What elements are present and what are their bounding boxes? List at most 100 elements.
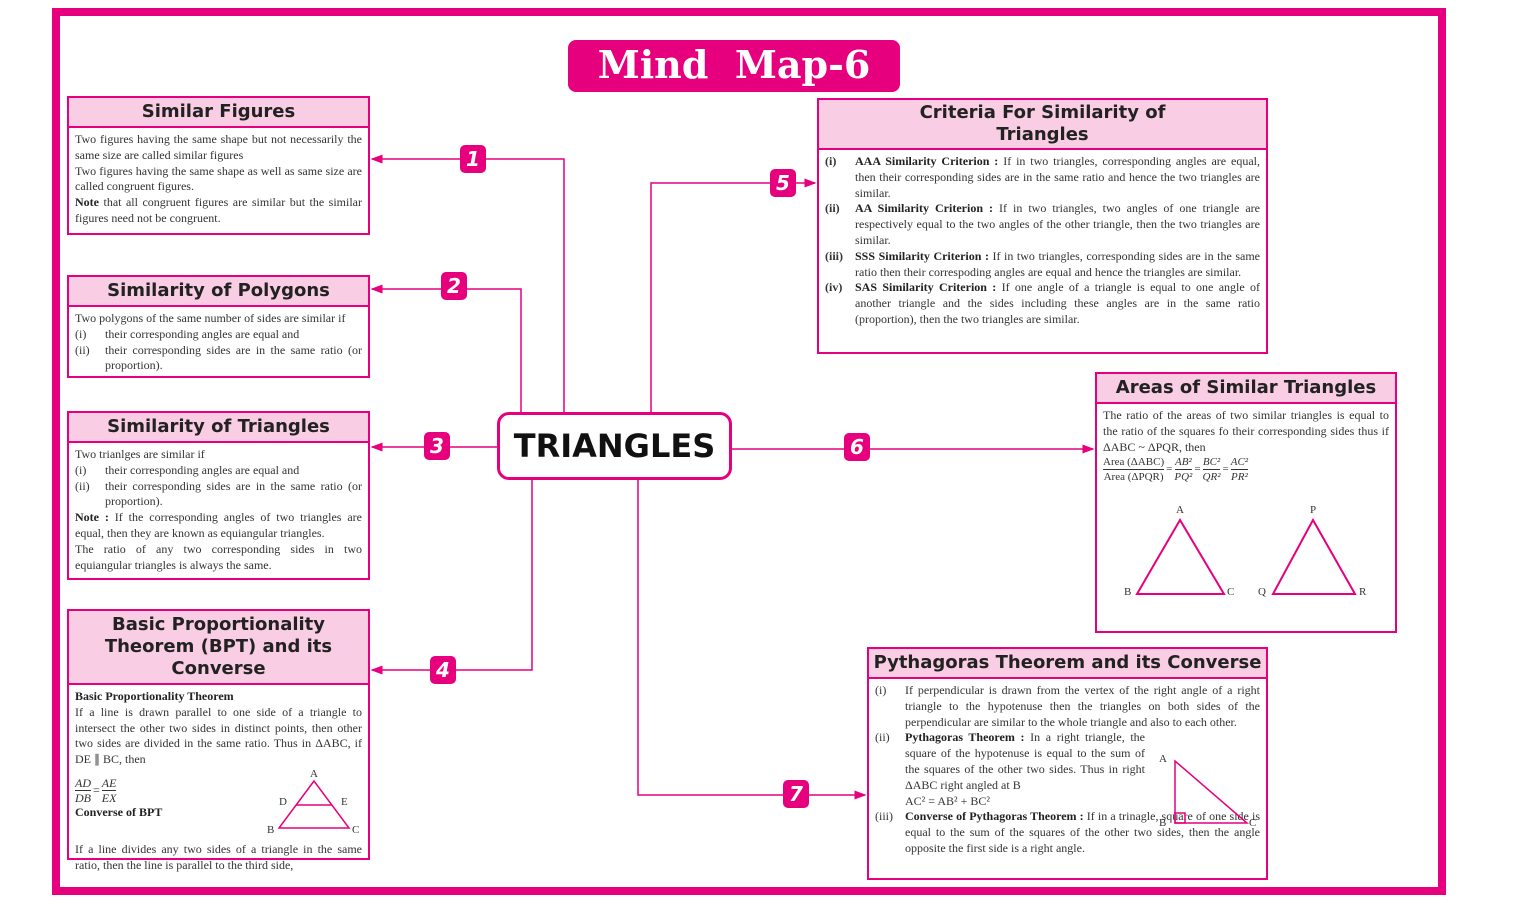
text: If a line is drawn parallel to one side … bbox=[75, 704, 362, 767]
connector-1 bbox=[370, 154, 565, 412]
label-b: B bbox=[1159, 817, 1167, 829]
criterion-text: If one angle of a triangle is equal to o… bbox=[855, 280, 1260, 326]
item-number: (iv) bbox=[825, 280, 843, 295]
item-number: (iii) bbox=[875, 809, 893, 824]
text: The ratio of the areas of two similar tr… bbox=[1103, 408, 1389, 454]
badge-6: 6 bbox=[844, 433, 870, 461]
badge-5: 5 bbox=[770, 169, 796, 197]
item-text: If perpendicular is drawn from the verte… bbox=[905, 683, 1260, 729]
similarity-of-polygons-box: Similarity of Polygons Two polygons of t… bbox=[67, 275, 370, 378]
item-text: their corresponding angles are equal and bbox=[105, 462, 300, 477]
equation: AC² = AB² + BC² bbox=[905, 793, 991, 808]
item-number: (ii) bbox=[825, 201, 840, 216]
label-b: B bbox=[267, 823, 275, 836]
text: Two trianlges are similar if bbox=[75, 447, 205, 461]
subheading: Basic Proportionality Theorem bbox=[75, 689, 234, 703]
label-p: P bbox=[1310, 504, 1317, 516]
bpt-triangle-figure bbox=[277, 779, 351, 829]
label-a: A bbox=[1159, 753, 1167, 765]
item-text: their corresponding sides are in the sam… bbox=[105, 342, 362, 373]
item-number: (ii) bbox=[875, 730, 890, 745]
label-c: C bbox=[1227, 586, 1235, 598]
text: Two figures having the same shape but no… bbox=[75, 132, 362, 162]
denominator: Area (ΔPQR) bbox=[1103, 471, 1164, 484]
label-b: B bbox=[1124, 586, 1132, 598]
box-heading: Areas of Similar Triangles bbox=[1097, 374, 1395, 404]
badge-1: 1 bbox=[460, 145, 486, 173]
item-text: In a right triangle, the square of the h… bbox=[905, 730, 1145, 792]
label-e: E bbox=[341, 795, 348, 808]
text: Two figures having the same shape as wel… bbox=[75, 163, 362, 194]
denominator: PR² bbox=[1231, 471, 1248, 484]
central-topic: TRIANGLES bbox=[497, 412, 732, 480]
item-number: (iii) bbox=[825, 248, 843, 263]
numerator: Area (ΔABC) bbox=[1103, 456, 1165, 471]
text: If a line divides any two sides of a tri… bbox=[75, 841, 362, 872]
label-q: Q bbox=[1258, 586, 1266, 598]
label-d: D bbox=[279, 795, 287, 808]
denominator: QR² bbox=[1202, 471, 1221, 484]
right-triangle-figure bbox=[1174, 759, 1250, 824]
item-number: (ii) bbox=[75, 342, 90, 357]
item-text: their corresponding angles are equal and bbox=[105, 326, 300, 341]
item-number: (i) bbox=[75, 326, 87, 341]
theorem-name: Converse of Pythagoras Theorem : bbox=[905, 809, 1084, 824]
page-title: Mind Map-6 bbox=[568, 40, 900, 92]
item-text: their corresponding sides are in the sam… bbox=[105, 478, 362, 509]
text: Two polygons of the same number of sides… bbox=[75, 311, 346, 325]
similar-triangles-figure bbox=[1135, 517, 1357, 595]
box-heading: Similar Figures bbox=[69, 98, 368, 128]
criterion-name: SSS Similarity Criterion : bbox=[855, 248, 989, 263]
criterion-name: AA Similarity Criterion : bbox=[855, 201, 993, 216]
box-heading: Pythagoras Theorem and its Converse bbox=[869, 649, 1266, 679]
badge-4: 4 bbox=[430, 656, 456, 684]
theorem-name: Pythagoras Theorem : bbox=[905, 730, 1025, 745]
bpt-box: Basic Proportionality Theorem (BPT) and … bbox=[67, 609, 370, 872]
badge-2: 2 bbox=[441, 272, 467, 300]
note-text: that all congruent figures are similar b… bbox=[75, 195, 362, 225]
connector-5 bbox=[650, 178, 817, 412]
similar-figures-box: Similar Figures Two figures having the s… bbox=[67, 96, 370, 235]
similarity-of-triangles-box: Similarity of Triangles Two trianlges ar… bbox=[67, 411, 370, 580]
label-a: A bbox=[310, 767, 318, 780]
criterion-name: SAS Similarity Criterion : bbox=[855, 280, 997, 295]
numerator: AE bbox=[101, 775, 117, 791]
denominator: DB bbox=[75, 790, 91, 805]
label-c: C bbox=[352, 823, 360, 836]
item-text: If in a trinagle, square of one side is … bbox=[905, 809, 1260, 855]
criterion-name: AAA Similarity Criterion : bbox=[855, 154, 999, 168]
numerator: AC² bbox=[1230, 456, 1249, 471]
label-a: A bbox=[1176, 504, 1184, 516]
box-heading: Criteria For Similarity of Triangles bbox=[819, 100, 1266, 150]
box-heading: Similarity of Triangles bbox=[69, 413, 368, 443]
box-heading: Basic Proportionality Theorem (BPT) and … bbox=[69, 611, 368, 685]
note-label: Note : bbox=[75, 510, 109, 525]
bpt-figure: A D E B C bbox=[267, 768, 362, 840]
pythagoras-box: Pythagoras Theorem and its Converse (i)I… bbox=[867, 647, 1268, 880]
criterion-text: If in two triangles, corresponding angle… bbox=[855, 154, 1260, 200]
areas-box: Areas of Similar Triangles The ratio of … bbox=[1095, 372, 1397, 633]
denominator: EX bbox=[101, 790, 117, 805]
connector-7 bbox=[637, 480, 867, 800]
numerator: BC² bbox=[1202, 456, 1221, 471]
criterion-text: If in two triangles, corresponding sides… bbox=[855, 248, 1261, 279]
badge-7: 7 bbox=[783, 780, 809, 808]
criteria-box: Criteria For Similarity of Triangles (i)… bbox=[817, 98, 1268, 354]
subheading: Converse of BPT bbox=[75, 804, 163, 819]
box-heading: Similarity of Polygons bbox=[69, 277, 368, 307]
text: The ratio of any two corresponding sides… bbox=[75, 541, 362, 572]
fraction: Area (ΔABC)Area (ΔPQR) bbox=[1103, 455, 1165, 484]
item-number: (i) bbox=[75, 462, 87, 477]
page-frame bbox=[52, 8, 1446, 895]
connector-4 bbox=[370, 480, 533, 675]
numerator: AD bbox=[75, 775, 91, 791]
badge-3: 3 bbox=[424, 432, 450, 460]
label-c: C bbox=[1249, 817, 1257, 829]
denominator: PQ² bbox=[1174, 471, 1193, 484]
